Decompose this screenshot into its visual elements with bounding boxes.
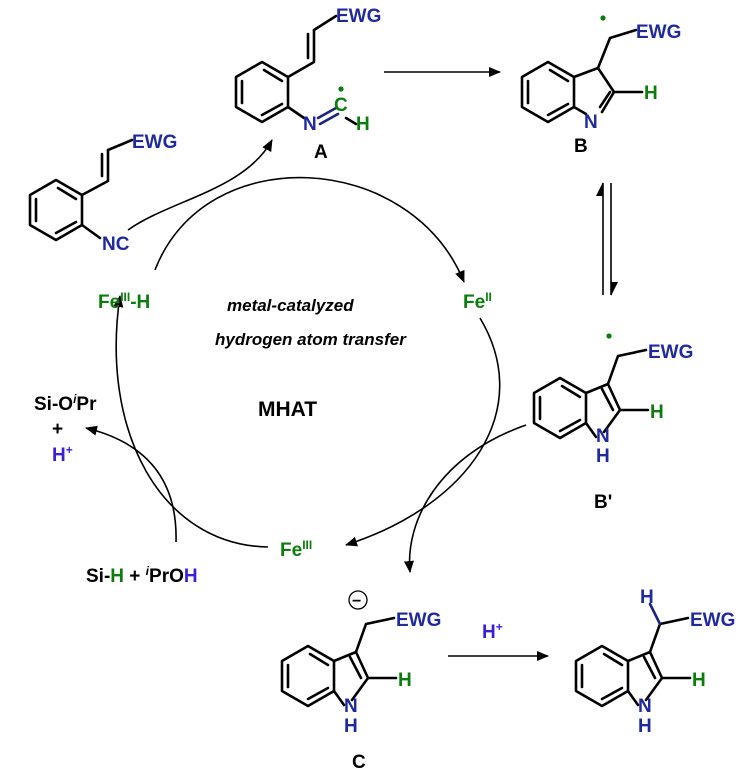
product-structure: H EWG N H H bbox=[574, 587, 735, 737]
compound-a-carbon: C bbox=[334, 95, 348, 116]
compound-b-label: B bbox=[574, 136, 588, 157]
byproduct-silyl-ether: Si-OiPr bbox=[34, 392, 97, 415]
anion-charge-sign: − bbox=[352, 593, 361, 610]
catalytic-cycle bbox=[85, 139, 527, 573]
compound-a-structure: EWG N C H A bbox=[234, 6, 381, 163]
compound-c-structure: − EWG N H H C bbox=[280, 590, 441, 773]
cycle-description-line1: metal-catalyzed bbox=[227, 296, 354, 315]
byproduct-plus: + bbox=[52, 419, 63, 440]
isocyanide-label: NC bbox=[102, 234, 130, 255]
product-added-hydrogen: H bbox=[640, 587, 654, 608]
compound-a-radical-dot bbox=[338, 86, 344, 92]
compound-b-radical-dot bbox=[600, 15, 606, 21]
product-nh-hydrogen: H bbox=[638, 716, 652, 737]
compound-b-prime-nitrogen: N bbox=[596, 426, 610, 447]
byproduct-proton: H+ bbox=[52, 443, 73, 466]
product-nitrogen: N bbox=[638, 696, 652, 717]
fe2-species: FeII bbox=[463, 290, 492, 313]
compound-b-prime-radical-dot bbox=[606, 333, 612, 339]
reagents-silane-isopropanol: Si-H + iPrOH bbox=[86, 564, 198, 587]
cycle-arrow-left bbox=[113, 295, 269, 548]
compound-b-prime-structure: EWG N H H B' bbox=[532, 333, 693, 513]
product-hydrogen: H bbox=[692, 670, 706, 691]
compound-b-prime-label: B' bbox=[594, 492, 612, 513]
compound-c-nitrogen: N bbox=[344, 696, 358, 717]
silane-to-byproduct-arrow bbox=[85, 425, 177, 543]
compound-c-label: C bbox=[352, 752, 366, 773]
cycle-arrow-right bbox=[345, 317, 501, 547]
compound-c-nh-hydrogen: H bbox=[344, 716, 358, 737]
compound-b-prime-ewg-label: EWG bbox=[648, 342, 693, 363]
fe3-hydride: FeIII-H bbox=[98, 290, 150, 313]
product-ewg-label: EWG bbox=[690, 610, 735, 631]
compound-a-hydrogen: H bbox=[356, 114, 370, 135]
cycle-arrow-top bbox=[154, 176, 465, 283]
compound-b-structure: EWG N H B bbox=[520, 15, 681, 157]
compound-b-ewg-label: EWG bbox=[636, 22, 681, 43]
protonation-reagent: H+ bbox=[482, 620, 503, 643]
compound-a-nitrogen: N bbox=[303, 114, 317, 135]
compound-c-ewg-label: EWG bbox=[396, 610, 441, 631]
compound-b-hydrogen: H bbox=[644, 83, 658, 104]
anion-charge-circle bbox=[348, 590, 368, 610]
compound-a-ewg-label: EWG bbox=[336, 6, 381, 27]
compound-c-hydrogen: H bbox=[398, 670, 412, 691]
isocyanide-substrate: EWG NC bbox=[28, 132, 177, 255]
b-prime-to-c-arrow bbox=[403, 424, 527, 573]
substrate-ewg-label: EWG bbox=[132, 132, 177, 153]
compound-b-prime-hydrogen: H bbox=[650, 402, 664, 423]
substrate-to-a-arrow bbox=[127, 139, 273, 231]
fe3-species: FeIII bbox=[280, 538, 312, 561]
compound-a-label: A bbox=[314, 142, 328, 163]
cycle-description-line2: hydrogen atom transfer bbox=[215, 330, 407, 349]
mhat-label: MHAT bbox=[258, 398, 317, 421]
compound-b-nitrogen: N bbox=[584, 112, 598, 133]
compound-b-prime-nh-hydrogen: H bbox=[596, 446, 610, 467]
